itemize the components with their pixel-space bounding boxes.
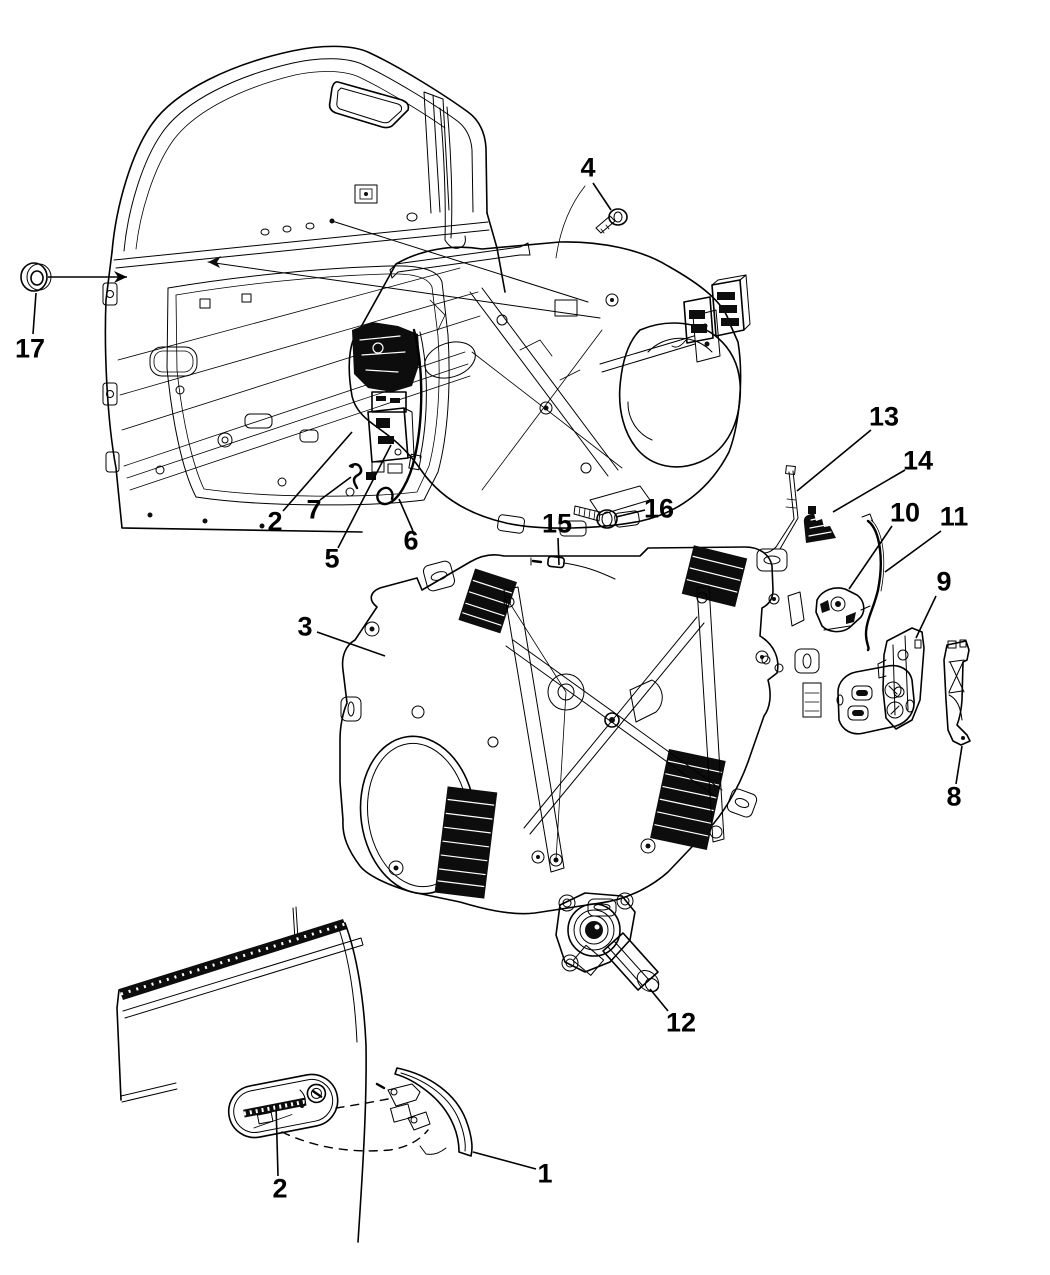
callout-15-leader-line bbox=[557, 537, 560, 566]
callout-6-leader-line bbox=[398, 498, 414, 532]
callout-11-leader-line bbox=[884, 530, 942, 573]
callout-4-leader-line bbox=[592, 182, 612, 211]
outer-door-skin bbox=[116, 906, 429, 1243]
module-panel-part-3 bbox=[339, 545, 822, 917]
callout-7-leader-line bbox=[319, 476, 352, 501]
callout-6-label: 6 bbox=[403, 525, 419, 556]
callout-5-label: 5 bbox=[324, 543, 340, 574]
callout-1-label: 1 bbox=[537, 1158, 553, 1189]
callout-8-leader-line bbox=[955, 745, 963, 785]
callout-16-label: 16 bbox=[643, 493, 675, 524]
latch-part-10 bbox=[815, 587, 871, 633]
callout-17-label: 17 bbox=[14, 333, 46, 364]
door-inner-panel bbox=[102, 45, 506, 533]
wire-loop-part-6 bbox=[376, 328, 427, 506]
brush-pad bbox=[458, 568, 517, 634]
callout-7-label: 7 bbox=[306, 494, 322, 525]
carrier-assembly bbox=[348, 241, 751, 537]
rod-part-13 bbox=[763, 465, 799, 554]
boot-part-14 bbox=[803, 506, 836, 543]
callout-16-leader-line bbox=[615, 509, 646, 518]
callout-13-leader-line bbox=[796, 429, 872, 492]
mounting-tabs bbox=[340, 548, 820, 917]
bolt-part-4 bbox=[595, 208, 628, 234]
brush-pad bbox=[681, 545, 748, 608]
callout-9-label: 9 bbox=[936, 566, 952, 597]
exterior-handle-part-1 bbox=[375, 1067, 473, 1157]
callout-12-label: 12 bbox=[665, 1007, 697, 1038]
latch-assembly-parts-2-5 bbox=[352, 322, 420, 480]
bolt-part-16 bbox=[573, 505, 618, 529]
callout-3-label: 3 bbox=[297, 611, 313, 642]
mirror-opening bbox=[328, 81, 410, 129]
handle-recess-part-2 bbox=[227, 1073, 339, 1139]
brush-pad bbox=[434, 786, 498, 899]
callout-10-label: 10 bbox=[889, 497, 921, 528]
callout-12-leader-line bbox=[649, 988, 669, 1012]
callout-2-leader-line bbox=[282, 431, 353, 512]
callout-13-label: 13 bbox=[868, 401, 900, 432]
callout-17-leader-arrowhead bbox=[114, 271, 127, 283]
window-regulator bbox=[503, 585, 725, 873]
callout-2-label: 2 bbox=[272, 1173, 288, 1204]
lock-shield-bracket bbox=[836, 664, 915, 735]
callout-17-leader-line bbox=[32, 292, 37, 335]
door-check-and-connectors bbox=[599, 274, 751, 373]
callout-3-leader-line bbox=[316, 631, 386, 657]
clip-part-7 bbox=[348, 463, 363, 490]
callout-14-leader-line bbox=[832, 469, 906, 513]
callout-2-leader-line bbox=[275, 1103, 279, 1177]
callout-10-leader-line bbox=[848, 525, 893, 590]
bracket-part-8 bbox=[943, 639, 971, 746]
callout-4-label: 4 bbox=[580, 152, 596, 183]
callout-9-leader-line bbox=[915, 595, 937, 639]
window-motor-part-12 bbox=[555, 892, 660, 992]
pointer-lines bbox=[207, 185, 601, 319]
belt-molding bbox=[119, 919, 364, 1019]
grommet-part-17 bbox=[20, 262, 52, 292]
callout-1-leader-line bbox=[472, 1151, 537, 1170]
callout-11-label: 11 bbox=[939, 501, 969, 532]
callout-8-label: 8 bbox=[946, 781, 962, 812]
screw-bosses bbox=[364, 593, 780, 876]
cable-part-15 bbox=[530, 555, 616, 580]
callout-15-label: 15 bbox=[541, 508, 573, 539]
callout-2-label: 2 bbox=[267, 506, 283, 537]
callout-5-leader-line bbox=[337, 444, 392, 549]
callout-14-label: 14 bbox=[902, 445, 934, 476]
